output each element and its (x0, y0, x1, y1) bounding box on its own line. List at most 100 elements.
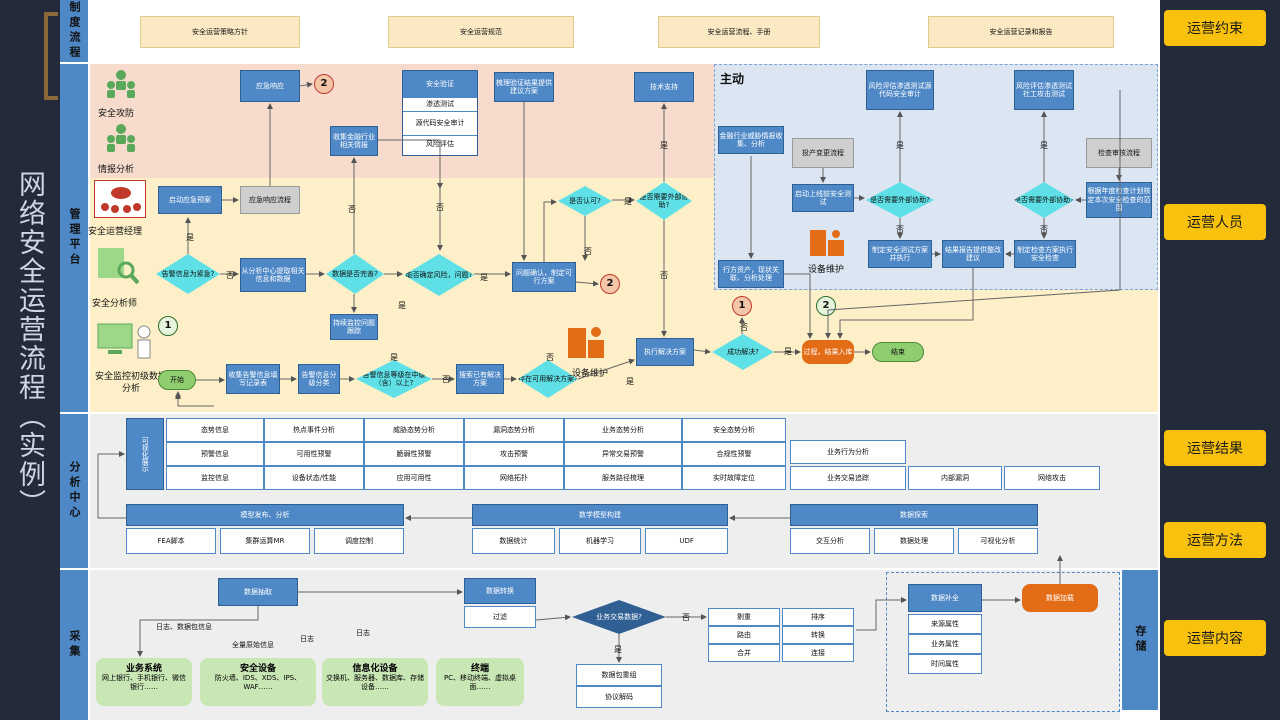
collect-alert-box: 收集告警信息填写记录表 (226, 364, 280, 394)
role-shebei-1: 设备维护 (572, 369, 609, 379)
maint-icon-2 (808, 228, 848, 258)
report-box: 安全运营记录和报告 (928, 16, 1114, 48)
machine-learning: 机器学习 (558, 528, 642, 554)
source-title-2: 信息化设备 (352, 664, 398, 674)
risk-pentest-social-box: 风险评估渗透测试社工攻击测试 (1014, 70, 1074, 110)
report-advice-box: 结果报告提供整改建议 (942, 240, 1004, 268)
frame-bracket (44, 12, 58, 100)
data-explore-title: 数据探索 (790, 504, 1038, 526)
log-label-4: 日志 (356, 629, 370, 637)
udf: UDF (645, 528, 729, 554)
cell-yingyong: 应用可用性 (364, 466, 464, 490)
cell-anquan: 安全态势分析 (682, 418, 786, 442)
role-fenxishi: 安全分析师 (92, 299, 138, 309)
data-load-cylinder: 数据加载 (1022, 584, 1098, 612)
analyst-icon (96, 246, 140, 286)
math-model-group: 数学模型构建 数据统计 机器学习 UDF (472, 504, 729, 554)
yes-2: 是 (480, 273, 488, 282)
policy-box: 安全运营策略方针 (140, 16, 300, 48)
op-convert: 转换 (782, 626, 854, 644)
source-title-0: 业务系统 (125, 664, 162, 674)
keep-monitor-box: 持续监控问题跟踪 (330, 314, 378, 340)
cell-loudong: 漏洞态势分析 (464, 418, 564, 442)
ops-right: 排序 转换 连接 (782, 608, 854, 662)
marker-2-b: 2 (600, 274, 620, 294)
cell-taishi: 态势信息 (166, 418, 264, 442)
no-2: 否 (348, 205, 356, 214)
source-desc-2: 交换机、服务器、数据库、存储设备…… (326, 674, 424, 692)
start-emergency-box: 启动应急预案 (158, 186, 222, 214)
row-label-zhidu: 制度流程 (60, 0, 88, 62)
attr-source: 来源属性 (908, 614, 982, 634)
op-dedup: 剔重 (708, 608, 780, 626)
packet-group: 数据包重组 协议解码 (576, 664, 662, 708)
yes-6: 是 (784, 347, 792, 356)
emergency-response-box: 应急响应 (240, 70, 300, 102)
visual-analysis: 可视化分析 (958, 528, 1038, 554)
band-active (714, 64, 1158, 290)
security-verify-title: 安全验证 (403, 71, 477, 97)
cell-tuopu: 网络拓扑 (464, 466, 564, 490)
cell-fuwu: 服务路径梳理 (564, 466, 682, 490)
role-qingbao: 情报分析 (98, 165, 135, 175)
role-gongfang: 安全攻防 (98, 109, 135, 119)
no-7: 否 (442, 375, 450, 384)
norm-box: 安全运营规范 (388, 16, 574, 48)
complete-group: 数据补全 来源属性 业务属性 时间属性 (908, 584, 982, 676)
source-business: 业务系统 网上银行、手机银行、微信银行…… (96, 658, 192, 706)
test-plan-box: 制定安全测试方案并执行 (868, 240, 932, 268)
op-sort: 排序 (782, 608, 854, 626)
transform-group: 数据转换 过滤 (464, 578, 536, 628)
yes-10: 是 (1040, 141, 1048, 150)
filter-item: 过滤 (464, 606, 536, 628)
tag-content: 运营内容 (1164, 620, 1266, 656)
threat-intel-box: 金融行业威胁情报收集、分析 (718, 126, 784, 154)
no-4: 否 (584, 247, 592, 256)
risk-eval-item: 风险评估 (403, 135, 477, 153)
process-box: 安全运营流程、手册 (658, 16, 820, 48)
source-desc-0: 网上银行、手机银行、微信银行…… (102, 674, 186, 692)
cell-hegui: 合规性预警 (682, 442, 786, 466)
change-flow-box: 投产变更流程 (792, 138, 854, 168)
data-processing: 数据处理 (874, 528, 954, 554)
source-title-3: 终端 (470, 664, 489, 674)
tech-support-box: 技术支持 (634, 72, 694, 102)
yes-7: 是 (390, 353, 398, 362)
intel-team-icon (104, 122, 138, 156)
op-join: 连接 (782, 644, 854, 662)
no-3: 否 (436, 203, 444, 212)
attack-team-icon (104, 68, 138, 102)
yes-3: 是 (398, 301, 406, 310)
asset-status-box: 行方资产，现状关联、分析处理 (718, 260, 784, 288)
yes-8: 是 (626, 377, 634, 386)
tag-people: 运营人员 (1164, 204, 1266, 240)
analysis-grid: 态势信息 热点事件分析 威胁态势分析 漏洞态势分析 业务态势分析 安全态势分析 … (166, 418, 786, 490)
marker-1-a: 1 (732, 296, 752, 316)
no-6: 否 (740, 323, 748, 332)
cell-guzhang: 实时故障定位 (682, 466, 786, 490)
yes-4: 是 (624, 197, 632, 206)
visual-display-box: 可视化展示 (126, 418, 164, 490)
row-label-cunchu: 存储 (1122, 570, 1158, 710)
cell-yujing: 预警信息 (166, 442, 264, 466)
log-label-1: 日志、数据包信息 (156, 623, 212, 631)
role-shebei-2: 设备维护 (808, 265, 845, 275)
annual-plan-box: 根据年度检查计划核定本次安全检查的范围 (1086, 182, 1152, 218)
math-model-title: 数学模型构建 (472, 504, 728, 526)
cell-net-attack: 网络攻击 (1004, 466, 1100, 490)
cell-behavior: 业务行为分析 (790, 440, 906, 464)
model-pub-group: 模型发布、分析 FEA脚本 集群运算MR 调度控制 (126, 504, 404, 554)
band-storage-dashed (886, 572, 1120, 712)
problem-confirm-box: 问题确认，制定可行方案 (512, 262, 576, 292)
no-8: 否 (546, 353, 554, 362)
collect-intel-box: 收集金融行业相关情报 (330, 126, 378, 156)
yes-11: 是 (614, 645, 622, 654)
extract-box: 数据抽取 (218, 578, 298, 606)
inspection-flow-box: 检查审核流程 (1086, 138, 1152, 168)
tag-method: 运营方法 (1164, 522, 1266, 558)
source-desc-1: 防火墙、IDS、XDS、IPS、WAF…… (214, 674, 302, 692)
no-10: 否 (1040, 225, 1048, 234)
cell-trace: 业务交易追踪 (790, 466, 906, 490)
data-stats: 数据统计 (472, 528, 555, 554)
pentest-item: 渗透测试 (403, 97, 477, 111)
